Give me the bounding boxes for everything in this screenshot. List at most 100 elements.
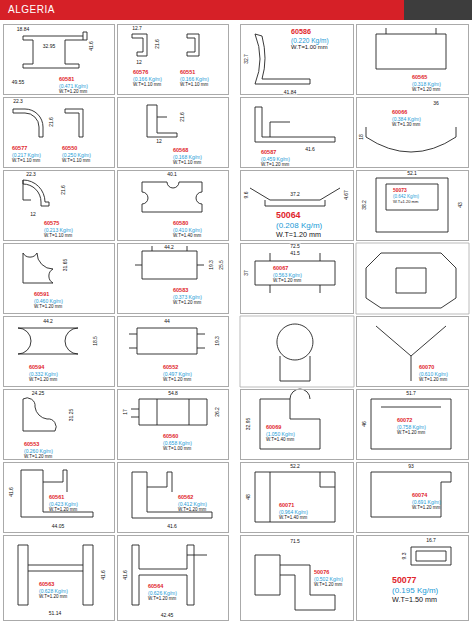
profile-outline: [23, 398, 56, 431]
profile-outline: [23, 253, 53, 283]
dimension-label: 41.84: [283, 90, 297, 95]
profile-code: 60066: [392, 110, 407, 116]
profile-weight: (0.423 Kg/m): [49, 502, 78, 507]
dimension-label: 41.6: [89, 41, 94, 52]
wall-thickness: W.T=1.20 mm: [314, 583, 342, 588]
profile-outline: [260, 389, 320, 449]
profile-cell: 50073(0.642 Kg/m)W.T=1.20 mm: [356, 170, 469, 241]
wall-thickness: W.T=1.20 mm: [419, 378, 447, 383]
profile-weight: (0.332 Kg/m): [29, 372, 58, 377]
dimension-label: 22.3: [26, 172, 37, 177]
profile-outline: [135, 246, 204, 279]
profile-weight: (0.410 Kg/m): [173, 228, 202, 233]
dimension-label: 93: [408, 464, 415, 469]
dimension-label: 37: [244, 270, 249, 277]
profile-outline: [132, 472, 212, 518]
dimension-label: 41.6: [167, 524, 178, 529]
profile-weight: (0.217 Kg/m): [12, 153, 41, 158]
dimension-label: 51.7: [406, 391, 417, 396]
profile-outline: [135, 246, 204, 279]
profile-outline: [277, 324, 313, 381]
dimension-label: 25.5: [219, 260, 224, 271]
dimension-label: 44: [164, 319, 171, 324]
profile-outline: [129, 328, 205, 354]
dimension-label: 19.3: [209, 260, 214, 271]
dimension-label: 46: [362, 421, 367, 428]
profile-cell: 60565(0.318 Kg/m)W.T=1.20 mm: [356, 24, 469, 95]
dimension-label: 37.2: [290, 192, 301, 197]
profile-code: 60564: [148, 584, 163, 590]
profile-code: 60587: [261, 150, 276, 156]
profile-code: 60550: [62, 146, 77, 152]
profile-code: 60576: [133, 70, 148, 76]
wall-thickness: W.T=1.10 mm: [44, 234, 72, 239]
profile-cell: 60066(0.384 Kg/m)W.T=1.30 mm: [356, 97, 469, 168]
wall-thickness: W.T=1.20 mm: [397, 431, 425, 436]
dimension-label: 19.3: [215, 336, 220, 347]
profile-weight: (0.563 Kg/m): [273, 273, 302, 278]
dimension-label: 9.3: [402, 552, 407, 560]
dimension-label: 49.55: [11, 80, 25, 85]
empty-cell: [356, 243, 469, 314]
profile-weight: (0.318 Kg/m): [412, 82, 441, 87]
profile-code: 60562: [178, 495, 193, 501]
dimension-label: 72.5: [290, 244, 301, 249]
profile-outline: [371, 399, 451, 449]
dimension-label: 18.84: [16, 27, 30, 32]
dimension-label: 22.3: [13, 99, 24, 104]
profile-code: 60553: [24, 442, 39, 448]
profile-outline: [255, 472, 335, 522]
wall-thickness: W.T=1.20 mm: [273, 279, 301, 284]
profile-weight: (0.373 Kg/m): [173, 295, 202, 300]
profile-code: 60067: [273, 266, 288, 272]
dimension-label: 41.6: [101, 570, 106, 581]
dimension-label: 44.2: [43, 319, 54, 324]
profile-outline: [255, 107, 335, 142]
profile-weight: (0.497 Kg/m): [163, 372, 192, 377]
profile-code: 60560: [163, 434, 178, 440]
profile-code: 60561: [49, 495, 64, 501]
profile-code: 60565: [412, 75, 427, 81]
profile-code: 50076: [314, 570, 329, 576]
profile-code: 60580: [173, 221, 188, 227]
profile-code: 60551: [180, 70, 195, 76]
dimension-label: 40.1: [167, 172, 178, 177]
dimension-label: 12: [136, 60, 143, 65]
profile-outline: [376, 178, 448, 232]
header-bar-end: [404, 0, 472, 20]
dimension-label: 52.2: [290, 464, 301, 469]
dimension-label: 21.6: [180, 112, 185, 123]
dimension-label: 43: [458, 202, 463, 209]
dimension-label: 41.6: [9, 487, 14, 498]
dimension-label: 41.6: [305, 147, 316, 152]
dimension-label: 54.8: [168, 391, 179, 396]
profile-outline: [23, 253, 53, 283]
dimension-label: 44.2: [164, 245, 175, 250]
profile-outline: [376, 178, 448, 232]
dimension-label: 17: [123, 409, 128, 416]
dimension-label: 32.7: [244, 54, 249, 65]
profile-outline: [131, 399, 207, 425]
profile-cell: 60564(0.626 Kg/m)W.T=1.20 mm: [117, 535, 229, 621]
profile-cell: 60580(0.410 Kg/m)W.T=1.40 mm: [117, 170, 229, 241]
empty-cell: [240, 316, 354, 387]
profile-code: 60591: [34, 292, 49, 298]
profile-code: 60552: [163, 365, 178, 371]
profile-outline: [147, 105, 177, 137]
wall-thickness: W.T=1.20 mm: [34, 305, 62, 310]
profile-outline: [13, 109, 83, 137]
profile-weight: (0.213 Kg/m): [44, 228, 73, 233]
dimension-label: 32.95: [246, 417, 251, 431]
profile-outline: [129, 328, 205, 354]
wall-thickness: W.T=1.20 mm: [178, 508, 206, 513]
profile-outline: [371, 472, 451, 517]
profile-outline: [366, 127, 456, 152]
profile-code: 60071: [279, 503, 294, 509]
profile-weight: (0.195 Kg/m): [392, 587, 438, 595]
profile-weight: (0.642 Kg/m): [393, 195, 419, 200]
profile-cell: 60591(0.460 Kg/m)W.T=1.20 mm: [3, 243, 115, 314]
profile-outline: [255, 107, 335, 142]
profile-weight: (0.250 Kg/m): [62, 153, 91, 158]
wall-thickness: W.T=1.30 mm: [392, 123, 420, 128]
header-bar: [0, 0, 472, 20]
